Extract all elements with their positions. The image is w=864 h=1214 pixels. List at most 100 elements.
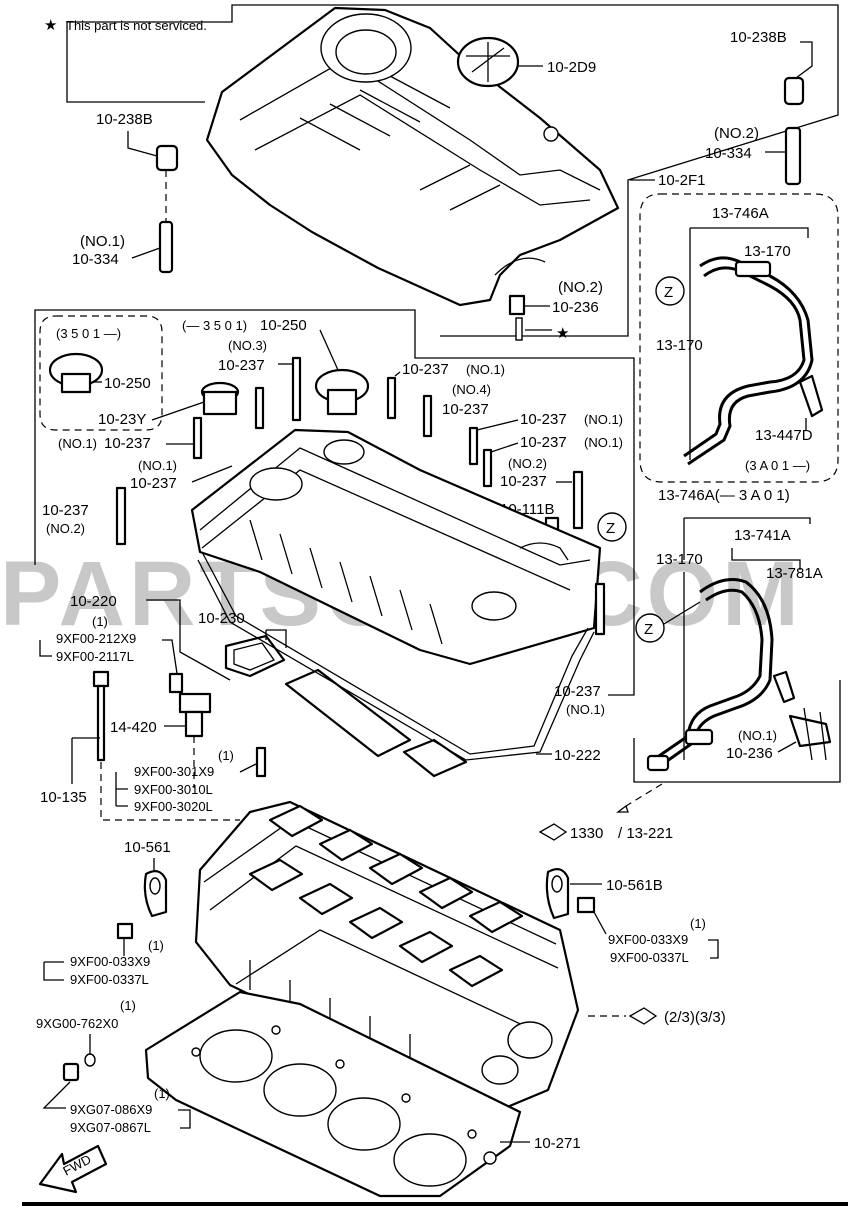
star-icon: ★ xyxy=(44,17,57,34)
callout-10-236-no1[interactable]: 10-236 xyxy=(726,745,773,762)
bolt-033x9-r xyxy=(576,896,596,914)
pointing-hand-icon-2 xyxy=(628,1007,658,1025)
bolt-033x9-l xyxy=(116,922,134,940)
callout-10-334-no1-tag: (NO.1) xyxy=(80,233,125,250)
callout-9xf00-212x9[interactable]: 9XF00-212X9 xyxy=(56,631,136,646)
callout-10-222[interactable]: 10-222 xyxy=(554,747,601,764)
callout-10-334-no2-tag: (NO.2) xyxy=(714,125,759,142)
cylinder-head xyxy=(194,800,580,1112)
callout-10-237-no2-r-tag: (NO.2) xyxy=(508,456,547,471)
bolt-237-top xyxy=(386,376,397,420)
callout-10-238b-left[interactable]: 10-238B xyxy=(96,111,153,128)
bolt-237-no4 xyxy=(422,394,433,438)
callout-10-237-top[interactable]: 10-237 xyxy=(402,361,449,378)
bolt-301x9 xyxy=(255,746,267,778)
callout-10-237-lo[interactable]: 10-237 xyxy=(554,683,601,700)
callout-9xg07-086x9[interactable]: 9XG07-086X9 xyxy=(70,1102,152,1117)
callout-10-250-a[interactable]: 10-250 xyxy=(104,375,151,392)
callout-10-237-no1-left-tag: (NO.1) xyxy=(58,436,97,451)
callout-13-741a[interactable]: 13-741A xyxy=(734,527,791,544)
clip-236-no1 xyxy=(788,707,832,761)
callout-10-250-b[interactable]: 10-250 xyxy=(260,317,307,334)
callout-10-237-no3-tag: (NO.3) xyxy=(228,338,267,353)
callout-13-447d[interactable]: 13-447D xyxy=(755,427,813,444)
star-icon-236: ★ xyxy=(556,325,569,342)
z-circle-2 xyxy=(597,512,627,542)
callout-10-237-no4[interactable]: 10-237 xyxy=(442,401,489,418)
callout-10-561b[interactable]: 10-561B xyxy=(606,877,663,894)
oil-cap-250-a xyxy=(48,352,104,394)
callout-9xf00-3010l[interactable]: 9XF00-3010L xyxy=(134,782,213,797)
callout-10-230[interactable]: 10-230 xyxy=(198,610,245,627)
callout-13-781a[interactable]: 13-781A xyxy=(766,565,823,582)
callout-10-220[interactable]: 10-220 xyxy=(70,593,117,610)
callout-10-334-no1[interactable]: 10-334 xyxy=(72,251,119,268)
breather-hose-upper xyxy=(683,256,824,466)
z-circle-1 xyxy=(655,276,685,306)
breather-hose-lower xyxy=(646,578,796,772)
callout-14-420[interactable]: 14-420 xyxy=(110,719,157,736)
cylinder-head-cover xyxy=(190,428,602,666)
callout-10-2f1[interactable]: 10-2F1 xyxy=(658,172,706,189)
callout-9xf00-301x9[interactable]: 9XF00-301X9 xyxy=(134,764,214,779)
callout-13-746a[interactable]: 13-746A xyxy=(712,205,769,222)
callout-9xf00-0337l-l[interactable]: 9XF00-0337L xyxy=(70,972,149,987)
callout-10-271[interactable]: 10-271 xyxy=(534,1135,581,1152)
callout-13-170-c[interactable]: 13-170 xyxy=(656,551,703,568)
fwd-arrow-icon xyxy=(38,1144,108,1194)
callout-10-237-top-tag: (NO.1) xyxy=(466,362,505,377)
callout-9xf00-3020l[interactable]: 9XF00-3020L xyxy=(134,799,213,814)
bolt-237-no1-b xyxy=(192,416,203,460)
grommet-238b-left xyxy=(155,144,179,172)
callout-13-170-b[interactable]: 13-170 xyxy=(656,337,703,354)
z-marker-1: Z xyxy=(664,284,673,301)
callout-10-237-r2[interactable]: 10-237 xyxy=(520,434,567,451)
callout-10-236-no2[interactable]: 10-236 xyxy=(552,299,599,316)
callout-10-2d9[interactable]: 10-2D9 xyxy=(547,59,596,76)
callout-9xg07-0867l[interactable]: 9XG07-0867L xyxy=(70,1120,151,1135)
callout-10-237-no1-mid[interactable]: 10-237 xyxy=(130,475,177,492)
callout-13-221[interactable]: / 13-221 xyxy=(618,825,673,842)
callout-1330[interactable]: 1330 xyxy=(570,825,603,842)
callout-13-746a-b[interactable]: 13-746A(— 3 A 0 1) xyxy=(658,487,790,504)
oil-seal-23y xyxy=(200,381,240,416)
callout-10-23y[interactable]: 10-23Y xyxy=(98,411,146,428)
callout-10-237-no1-left[interactable]: 10-237 xyxy=(104,435,151,452)
callout-10-561[interactable]: 10-561 xyxy=(124,839,171,856)
head-bolt-135 xyxy=(92,670,110,762)
not-serviced-note: This part is not serviced. xyxy=(66,18,207,33)
variant-3501: (3 5 0 1 —) xyxy=(56,326,121,341)
washer-762x0 xyxy=(84,1053,96,1067)
head-cover-group-outline xyxy=(34,309,635,696)
callout-9xf00-033x9-l[interactable]: 9XF00-033X9 xyxy=(70,954,150,969)
callout-10-135[interactable]: 10-135 xyxy=(40,789,87,806)
oil-cap-250-b xyxy=(314,368,370,416)
head-gasket-271 xyxy=(144,990,522,1198)
bolt-212x9 xyxy=(168,672,184,694)
variant-minus-3501: (— 3 5 0 1) xyxy=(182,318,247,333)
callout-10-237-no1-mid-tag: (NO.1) xyxy=(138,458,177,473)
bolt-237-lo xyxy=(594,582,606,636)
callout-10-334-no2[interactable]: 10-334 xyxy=(705,145,752,162)
grommet-238b-right xyxy=(783,76,805,106)
callout-10-237-no2-r[interactable]: 10-237 xyxy=(500,473,547,490)
callout-9xf00-2117l[interactable]: 9XF00-2117L xyxy=(56,649,134,664)
z-marker-3: Z xyxy=(644,621,653,638)
stud-237-no3 xyxy=(291,356,302,422)
pointing-hand-icon xyxy=(538,823,568,841)
callout-9xf00-033x9-r[interactable]: 9XF00-033X9 xyxy=(608,932,688,947)
z-circle-3 xyxy=(635,613,665,643)
callout-10-237-r1[interactable]: 10-237 xyxy=(520,411,567,428)
callout-9xg00-762x0[interactable]: 9XG00-762X0 xyxy=(36,1016,118,1031)
callout-9xf00-0337l-r[interactable]: 9XF00-0337L xyxy=(610,950,689,965)
callout-13-170-a[interactable]: 13-170 xyxy=(744,243,791,260)
callout-10-238b-right[interactable]: 10-238B xyxy=(730,29,787,46)
callout-10-237-no3[interactable]: 10-237 xyxy=(218,357,265,374)
oil-filler-cap-2d9 xyxy=(456,36,520,88)
callout-10-237-no2-l[interactable]: 10-237 xyxy=(42,502,89,519)
callout-pages[interactable]: (2/3)(3/3) xyxy=(664,1009,726,1026)
callout-10-236-no1-tag: (NO.1) xyxy=(738,728,777,743)
callout-10-237-lo-tag: (NO.1) xyxy=(566,702,605,717)
callout-762-qty: (1) xyxy=(120,998,136,1013)
